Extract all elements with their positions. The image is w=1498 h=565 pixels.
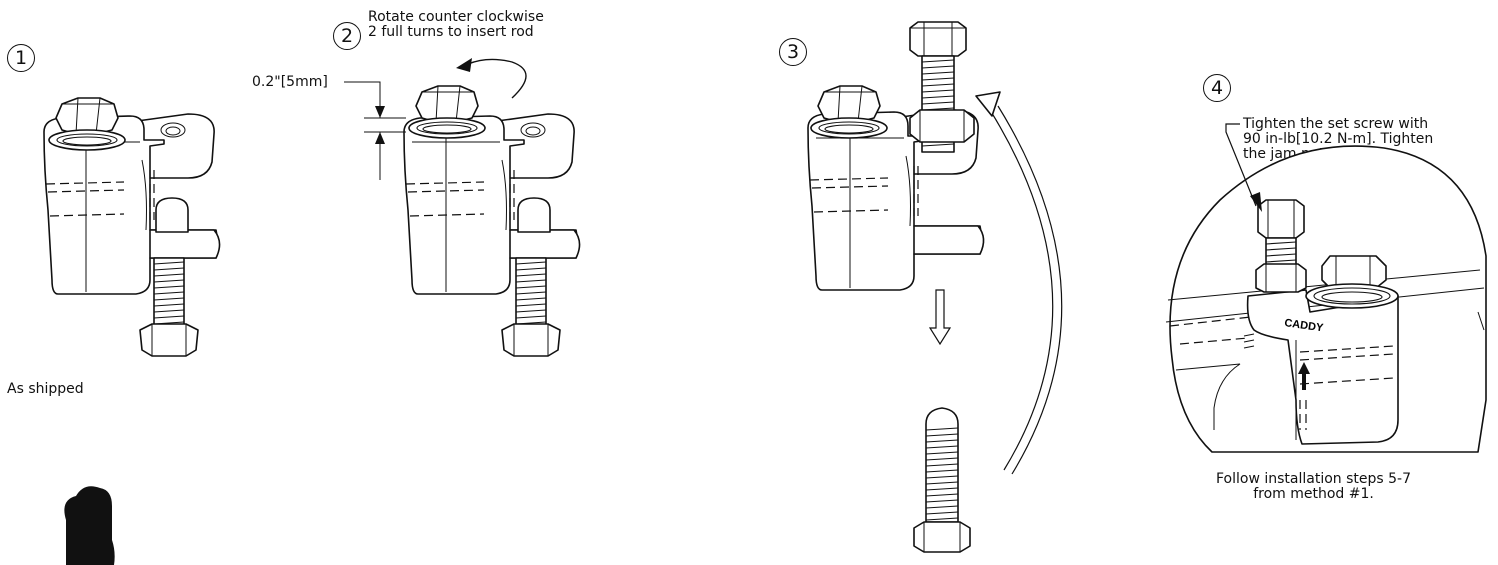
step-4-footer: Follow installation steps 5-7 from metho… xyxy=(1216,471,1412,502)
step-2-number: 2 xyxy=(333,22,361,50)
threaded-rod-icon xyxy=(909,21,975,153)
step-2-dimension-marks xyxy=(344,81,406,180)
step-1-caption: As shipped xyxy=(7,381,84,397)
step-4-detail-icon: CADDY xyxy=(1165,145,1487,453)
curved-return-arrow-icon xyxy=(975,91,1063,475)
step-2-caption: Rotate counter clockwise 2 full turns to… xyxy=(368,9,544,40)
step-4-brand-mark: CADDY xyxy=(1284,317,1325,334)
loose-bolt-icon xyxy=(913,407,971,553)
step-4-number: 4 xyxy=(1203,74,1231,102)
rotate-arrow-icon xyxy=(456,58,527,99)
step-2-clamp-icon xyxy=(403,85,581,357)
down-arrow-icon xyxy=(928,289,952,346)
step-1-number: 1 xyxy=(7,44,35,72)
step-1-clamp-icon xyxy=(43,97,221,357)
logo-icon xyxy=(64,486,115,565)
leader-arrow-icon xyxy=(1225,123,1262,212)
step-2-dimension: 0.2"[5mm] xyxy=(252,74,328,90)
step-3-number: 3 xyxy=(779,38,807,66)
